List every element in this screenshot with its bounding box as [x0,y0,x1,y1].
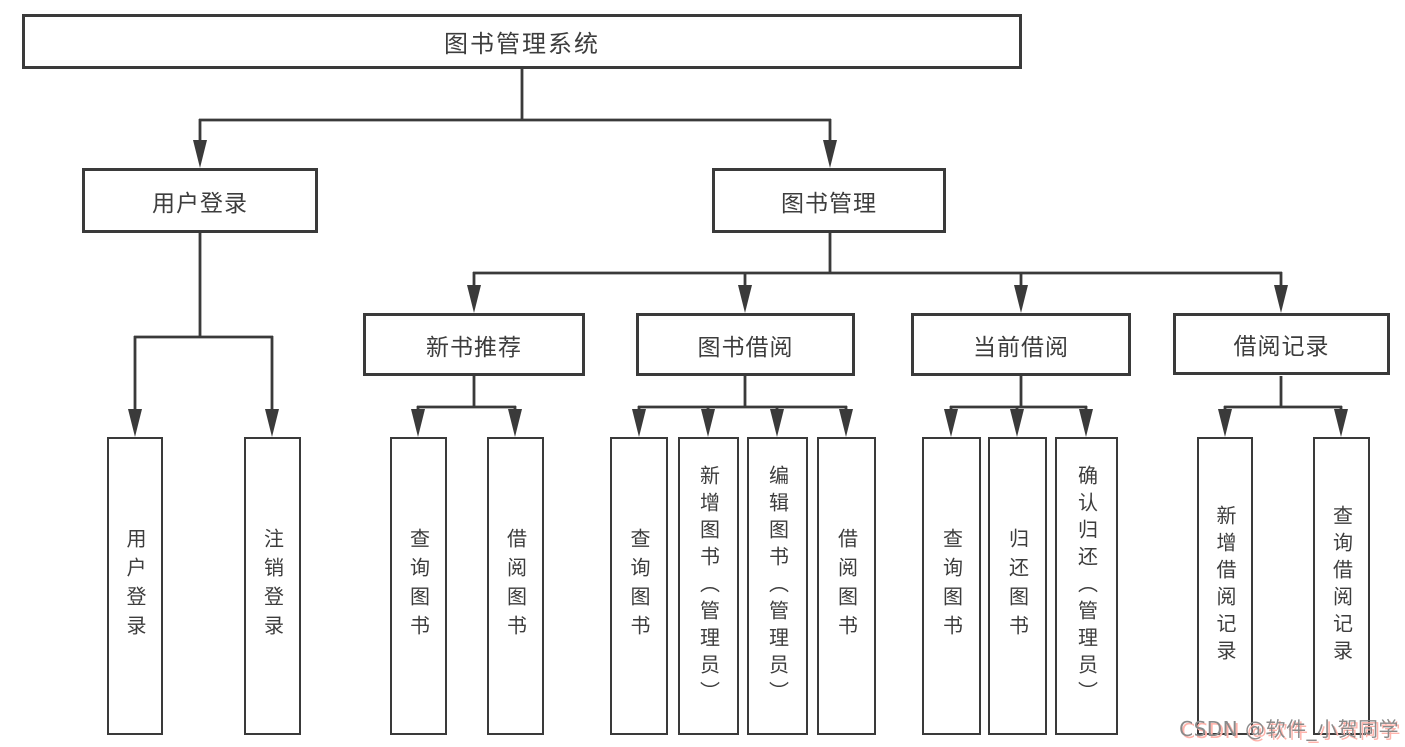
arrowhead-icons [128,140,1348,437]
leaf-return-book: 归还图书 [988,437,1047,735]
leaf-user-login: 用户登录 [107,437,163,735]
node-user-login: 用户登录 [82,168,318,233]
leaf-logout: 注销登录 [244,437,301,735]
leaf-query-book-1-label: 查询图书 [406,528,431,644]
leaf-query-book-2: 查询图书 [610,437,668,735]
leaf-add-book-admin-label: 新增图书（管理员） [696,464,721,708]
leaf-query-book-1: 查询图书 [390,437,447,735]
node-user-login-label: 用户登录 [152,190,248,217]
leaf-borrow-book-1: 借阅图书 [487,437,544,735]
leaf-borrow-book-1-label: 借阅图书 [503,528,528,644]
csdn-watermark: CSDN @软件_小贺同学 [1179,717,1399,741]
leaf-edit-book-admin: 编辑图书（管理员） [747,437,808,735]
node-new-book-recommend-label: 新书推荐 [426,334,522,361]
leaf-query-book-3: 查询图书 [922,437,981,735]
node-book-borrow: 图书借阅 [636,313,855,376]
leaf-add-borrow-record-label: 新增借阅记录 [1213,505,1237,667]
node-root: 图书管理系统 [22,14,1022,69]
node-root-label: 图书管理系统 [444,30,600,58]
leaf-query-book-2-label: 查询图书 [627,528,651,644]
leaf-borrow-book-2: 借阅图书 [817,437,876,735]
leaf-query-book-3-label: 查询图书 [939,528,964,644]
node-book-management-label: 图书管理 [781,190,877,217]
node-current-borrow-label: 当前借阅 [973,334,1069,361]
node-borrow-record-label: 借阅记录 [1233,334,1330,360]
node-new-book-recommend: 新书推荐 [363,313,585,376]
leaf-borrow-book-2-label: 借阅图书 [834,528,859,644]
leaf-query-borrow-record-label: 查询借阅记录 [1329,505,1354,667]
leaf-query-borrow-record: 查询借阅记录 [1313,437,1370,735]
leaf-edit-book-admin-label: 编辑图书（管理员） [765,464,790,708]
leaf-add-borrow-record: 新增借阅记录 [1197,437,1253,735]
leaf-logout-label: 注销登录 [260,528,285,644]
leaf-return-book-label: 归还图书 [1005,528,1030,644]
node-borrow-record: 借阅记录 [1173,313,1390,375]
node-current-borrow: 当前借阅 [911,313,1131,376]
leaf-confirm-return-admin-label: 确认归还（管理员） [1074,464,1099,708]
leaf-add-book-admin: 新增图书（管理员） [678,437,739,735]
node-book-management: 图书管理 [712,168,946,233]
leaf-user-login-label: 用户登录 [123,528,147,644]
node-book-borrow-label: 图书借阅 [697,334,794,361]
leaf-confirm-return-admin: 确认归还（管理员） [1055,437,1118,735]
